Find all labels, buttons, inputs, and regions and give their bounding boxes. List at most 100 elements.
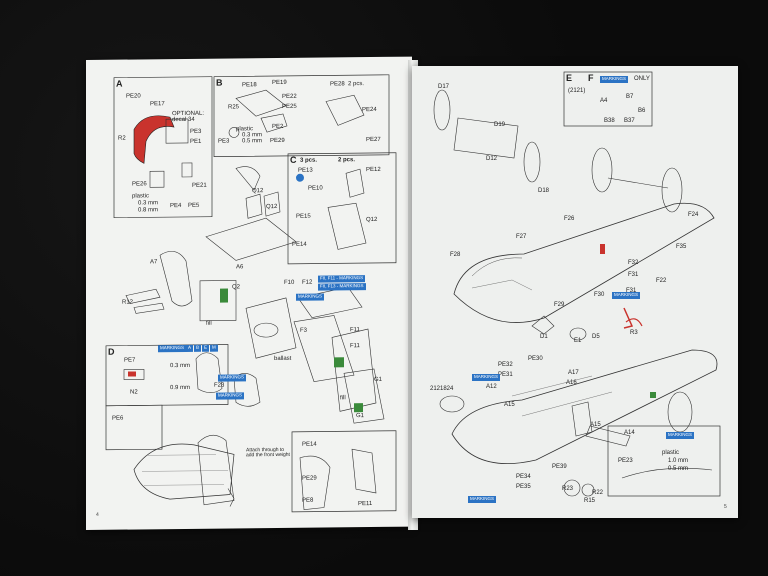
- part-label: B37: [624, 118, 635, 124]
- part-label: PE27: [366, 136, 381, 144]
- markings-badge: MARKINGS: [600, 76, 629, 83]
- pcs-note: 2 pcs.: [348, 81, 365, 88]
- part-label: B38: [604, 118, 615, 124]
- part-label: A12: [486, 384, 497, 390]
- part-label: F10: [284, 279, 295, 286]
- part-label: PE4: [170, 203, 182, 210]
- thickness-note: 0.5 mm: [242, 138, 263, 145]
- instruction-booklet: A PE20 PE17 OPTIONAL: decal 34 PE3 PE1 R…: [86, 56, 738, 531]
- part-label: D12: [486, 156, 498, 162]
- step-a-letter: A: [116, 78, 123, 89]
- part-label: B6: [638, 108, 646, 114]
- part-label: F22: [656, 278, 667, 284]
- part-label: N2: [130, 389, 138, 396]
- left-page: A PE20 PE17 OPTIONAL: decal 34 PE3 PE1 R…: [86, 56, 412, 531]
- markings-badge: B: [194, 344, 202, 352]
- pcs-note: 3 pcs.: [300, 157, 318, 164]
- part-label: F32: [628, 260, 639, 266]
- thickness-note: 0.3 mm: [138, 200, 159, 207]
- part-label: PE39: [552, 464, 567, 470]
- markings-badge: A: [186, 344, 194, 352]
- optional-decal-note: OPTIONAL: decal 34: [172, 110, 205, 124]
- plastic-note: plastic: [132, 193, 150, 200]
- part-label: Q2: [232, 284, 241, 291]
- part-label: R22: [592, 490, 604, 496]
- step-e-letter: E: [566, 73, 573, 83]
- part-label: PE23: [618, 458, 633, 464]
- part-label: PE32: [498, 362, 513, 368]
- part-label: F12: [302, 279, 313, 286]
- part-label: F31: [626, 288, 637, 294]
- part-label: F35: [676, 244, 687, 250]
- thickness-note: 1.0 mm: [668, 458, 689, 464]
- part-label: F29: [554, 302, 565, 308]
- markings-badge: MARKINGS: [666, 432, 695, 439]
- plastic-note: plastic: [662, 450, 680, 456]
- markings-badge: MARKINGS: [468, 496, 497, 503]
- part-label: PE5: [188, 202, 200, 209]
- part-label: PE2: [272, 123, 284, 131]
- fill-note: fill: [206, 320, 212, 327]
- page-number: 4: [96, 511, 99, 518]
- part-label: PE10: [308, 185, 323, 192]
- part-label: F11: [350, 327, 360, 334]
- part-label: PE17: [150, 101, 165, 108]
- marking-note: F8, F13 - MARKINGS: [318, 283, 366, 291]
- part-label: A16: [566, 380, 577, 386]
- right-page: D17 D19 D12 D18 F26 F28 F27 F24 F35 F29 …: [412, 66, 738, 518]
- part-label: F28: [450, 252, 461, 258]
- markings-only: ONLY: [634, 76, 650, 82]
- part-label: PE21: [192, 182, 207, 189]
- thickness-note: 0.3 mm: [170, 362, 191, 370]
- markings-badge: MARKINGS: [158, 344, 187, 352]
- part-label: B7: [626, 94, 634, 100]
- thickness-note: 0.5 mm: [668, 466, 689, 472]
- part-label: PE22: [282, 93, 297, 100]
- part-label: Q12: [366, 216, 378, 224]
- markings-badge: MARKINGS: [218, 374, 247, 382]
- part-label: D17: [438, 84, 450, 90]
- markings-badge: MARKINGS: [296, 293, 325, 301]
- part-label: PE18: [242, 82, 257, 89]
- part-label: PE8: [302, 497, 314, 504]
- thickness-note: 0.8 mm: [138, 207, 159, 214]
- part-label: R25: [228, 104, 240, 111]
- step-d-letter: D: [108, 346, 115, 357]
- part-label: F27: [516, 234, 527, 240]
- part-label: F31: [628, 272, 639, 278]
- kit-code: (2121): [568, 88, 586, 94]
- part-label: F30: [594, 292, 605, 298]
- part-label: PE24: [362, 106, 377, 114]
- part-label: PE13: [298, 167, 313, 174]
- markings-badge: M: [210, 344, 218, 352]
- part-label: R3: [630, 330, 638, 336]
- right-page-drawings: [433, 71, 721, 497]
- page-number: 5: [724, 504, 727, 510]
- part-label: PE26: [132, 181, 147, 188]
- part-label: PE1: [190, 138, 202, 145]
- part-label: PE19: [272, 79, 287, 87]
- part-label: F3: [300, 327, 308, 334]
- part-label: PE15: [296, 213, 311, 220]
- part-label: Q12: [266, 203, 278, 211]
- part-label: A6: [236, 264, 244, 271]
- part-label: D5: [592, 334, 600, 340]
- part-label: E1: [574, 338, 582, 344]
- fill-note: fill: [340, 395, 346, 402]
- part-label: A7: [150, 259, 158, 266]
- part-label: A15: [590, 422, 601, 428]
- part-label: PE6: [112, 415, 124, 422]
- pcs-note: 2 pcs.: [338, 157, 356, 164]
- part-label: F23: [214, 382, 225, 389]
- markings-badge: E: [202, 344, 210, 352]
- part-label: R12: [122, 299, 134, 306]
- part-label: G1: [374, 376, 383, 383]
- part-label: PE3: [190, 128, 202, 135]
- part-label: A17: [568, 370, 579, 376]
- assembly-note: Attach through to add the front weight: [246, 446, 290, 459]
- part-label: PE31: [498, 372, 513, 378]
- step-c-letter: C: [290, 154, 297, 165]
- part-label: PE35: [516, 484, 531, 490]
- part-label: R2: [118, 135, 126, 142]
- part-label: PE20: [126, 93, 141, 100]
